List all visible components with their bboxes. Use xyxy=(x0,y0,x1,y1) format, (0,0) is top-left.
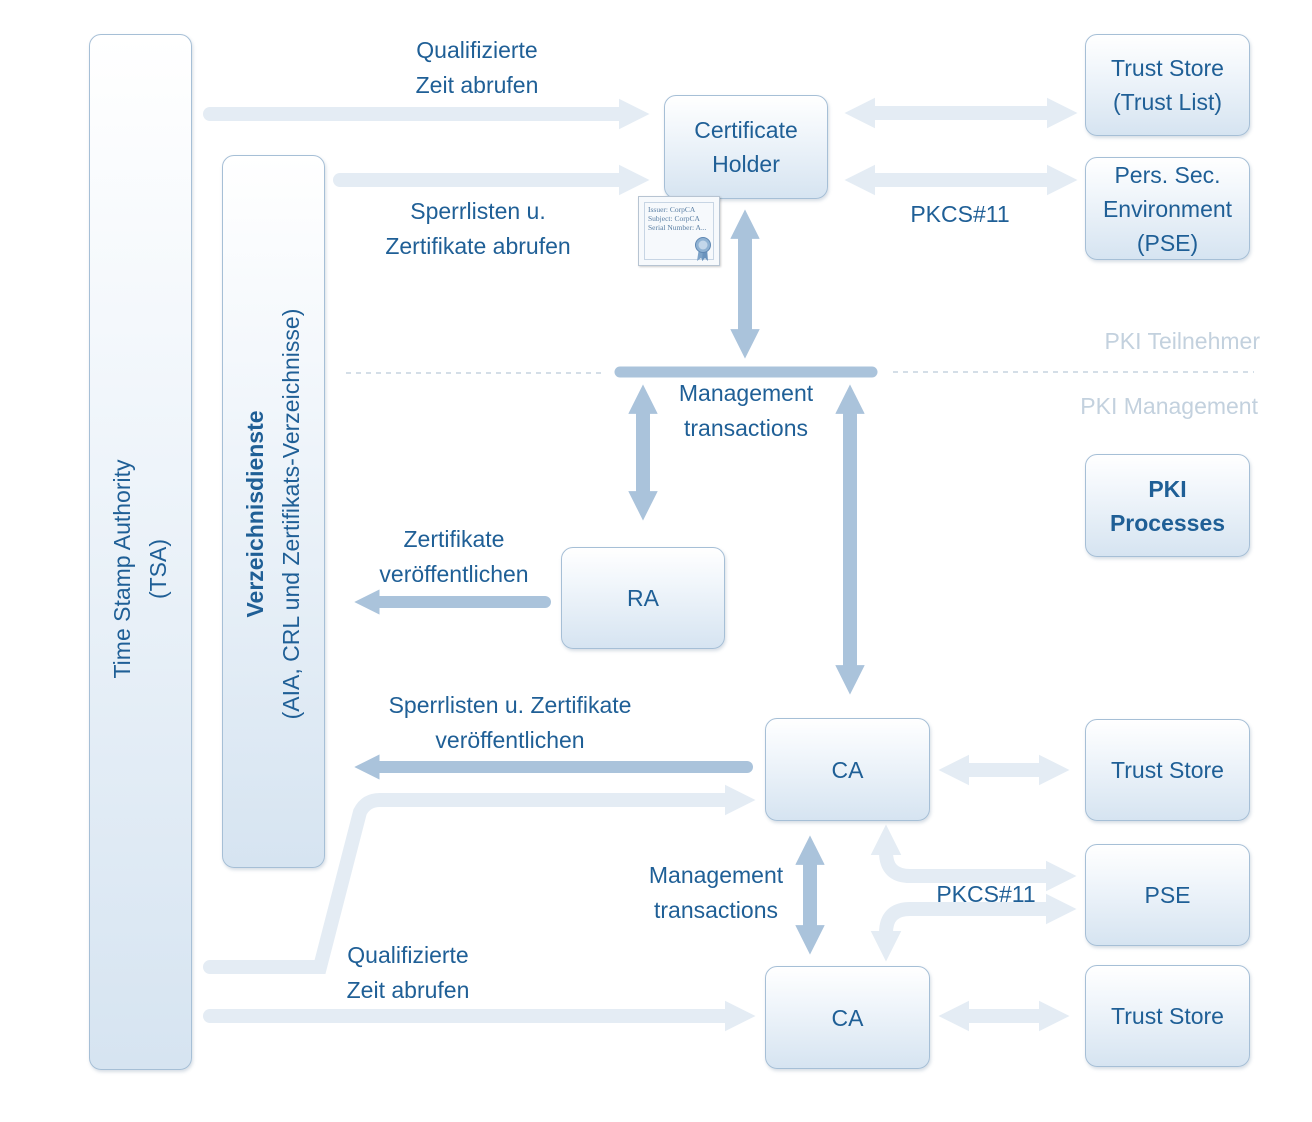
qual-time-bottom-line1: Qualifizierte xyxy=(347,942,469,968)
pse-mid-label: PSE xyxy=(1144,882,1191,908)
cert-publish-line1: Zertifikate xyxy=(403,526,505,552)
trust-store-bottom-label: Trust Store xyxy=(1111,1003,1224,1029)
qual-time-bottom-line2: Zeit abrufen xyxy=(346,977,470,1003)
label-mgmt-top: Management transactions xyxy=(646,376,846,446)
label-pkcs-bottom: PKCS#11 xyxy=(886,877,1086,912)
pse-top-line1: Pers. Sec. xyxy=(1114,161,1221,188)
label-cert-publish: Zertifikate veröffentlichen xyxy=(334,522,574,592)
cert-publish-line2: veröffentlichen xyxy=(379,561,529,587)
pse-mid-box: PSE xyxy=(1085,844,1250,946)
mgmt-top-line2: transactions xyxy=(683,415,808,441)
trust-store-mid-box: Trust Store xyxy=(1085,719,1250,821)
arrow-pse-to-ca-lower xyxy=(870,893,1077,962)
directory-box xyxy=(222,155,325,868)
arrow-tsa-to-ca-upper xyxy=(203,784,756,974)
cert-issuer: Issuer: CorpCA xyxy=(648,205,696,214)
qual-time-top-line1: Qualifizierte xyxy=(416,37,538,63)
trust-store-mid-label: Trust Store xyxy=(1111,757,1224,783)
tsa-box xyxy=(89,34,192,1070)
certificate-icon: Issuer: CorpCA Subject: CorpCA Serial Nu… xyxy=(638,196,720,266)
crl-fetch-line1: Sperrlisten u. xyxy=(410,198,546,224)
cert-subject: Subject: CorpCA xyxy=(648,214,700,223)
trust-store-bottom-box: Trust Store xyxy=(1085,965,1250,1067)
pse-top-line3: (PSE) xyxy=(1136,229,1199,256)
pse-top-line2: Environment xyxy=(1102,195,1233,222)
directory-line2: (AIA, CRL und Zertifikats-Verzeichnisse) xyxy=(278,308,304,720)
certificate-holder-box: Certificate Holder xyxy=(664,95,828,199)
label-pkcs-top: PKCS#11 xyxy=(860,197,1060,232)
ca-lower-label: CA xyxy=(831,1004,864,1031)
label-qual-time-bottom: Qualifizierte Zeit abrufen xyxy=(258,938,558,1008)
label-crl-fetch: Sperrlisten u. Zertifikate abrufen xyxy=(328,194,628,264)
tsa-line1: Time Stamp Authority xyxy=(109,459,135,679)
label-pki-participants: PKI Teilnehmer xyxy=(1104,328,1260,354)
seal-icon xyxy=(695,237,711,261)
ra-label: RA xyxy=(627,585,659,611)
cert-serial: Serial Number: A... xyxy=(648,223,707,232)
ca-upper-label: CA xyxy=(831,756,864,783)
tsa-line2: (TSA) xyxy=(145,538,171,600)
pki-processes-line2: Processes xyxy=(1109,509,1226,536)
label-mgmt-bottom: Management transactions xyxy=(616,858,816,928)
crl-publish-line2: veröffentlichen xyxy=(435,727,585,753)
crl-fetch-line2: Zertifikate abrufen xyxy=(385,233,571,259)
ra-box: RA xyxy=(561,547,725,649)
holder-line2: Holder xyxy=(712,151,780,177)
pki-processes-line1: PKI xyxy=(1148,475,1187,502)
directory-line1: Verzeichnisdienste xyxy=(242,410,268,618)
tsa-label: Time Stamp Authority (TSA) xyxy=(104,269,180,869)
mgmt-bottom-line1: Management xyxy=(648,862,784,888)
trust-store-list-box: Trust Store (Trust List) xyxy=(1085,34,1250,136)
directory-label: Verzeichnisdienste (AIA, CRL und Zertifi… xyxy=(237,214,313,814)
trust-list-line1: Trust Store xyxy=(1111,55,1224,81)
label-pki-management: PKI Management xyxy=(1080,393,1258,419)
pkcs-top-text: PKCS#11 xyxy=(910,201,1010,227)
pse-top-box: Pers. Sec. Environment (PSE) xyxy=(1085,157,1250,260)
holder-line1: Certificate xyxy=(694,117,798,143)
trust-list-line2: (Trust List) xyxy=(1112,89,1223,115)
mgmt-top-line1: Management xyxy=(678,380,814,406)
label-qual-time-top: Qualifizierte Zeit abrufen xyxy=(327,33,627,103)
ca-upper-box: CA xyxy=(765,718,930,821)
qual-time-top-line2: Zeit abrufen xyxy=(415,72,539,98)
crl-publish-line1: Sperrlisten u. Zertifikate xyxy=(388,692,632,718)
pkcs-bottom-text: PKCS#11 xyxy=(936,881,1036,907)
ca-lower-box: CA xyxy=(765,966,930,1069)
arrow-pse-to-ca-upper xyxy=(870,824,1077,892)
label-crl-publish: Sperrlisten u. Zertifikate veröffentlich… xyxy=(340,688,680,758)
pki-processes-box: PKI Processes xyxy=(1085,454,1250,557)
mgmt-bottom-line2: transactions xyxy=(653,897,778,923)
